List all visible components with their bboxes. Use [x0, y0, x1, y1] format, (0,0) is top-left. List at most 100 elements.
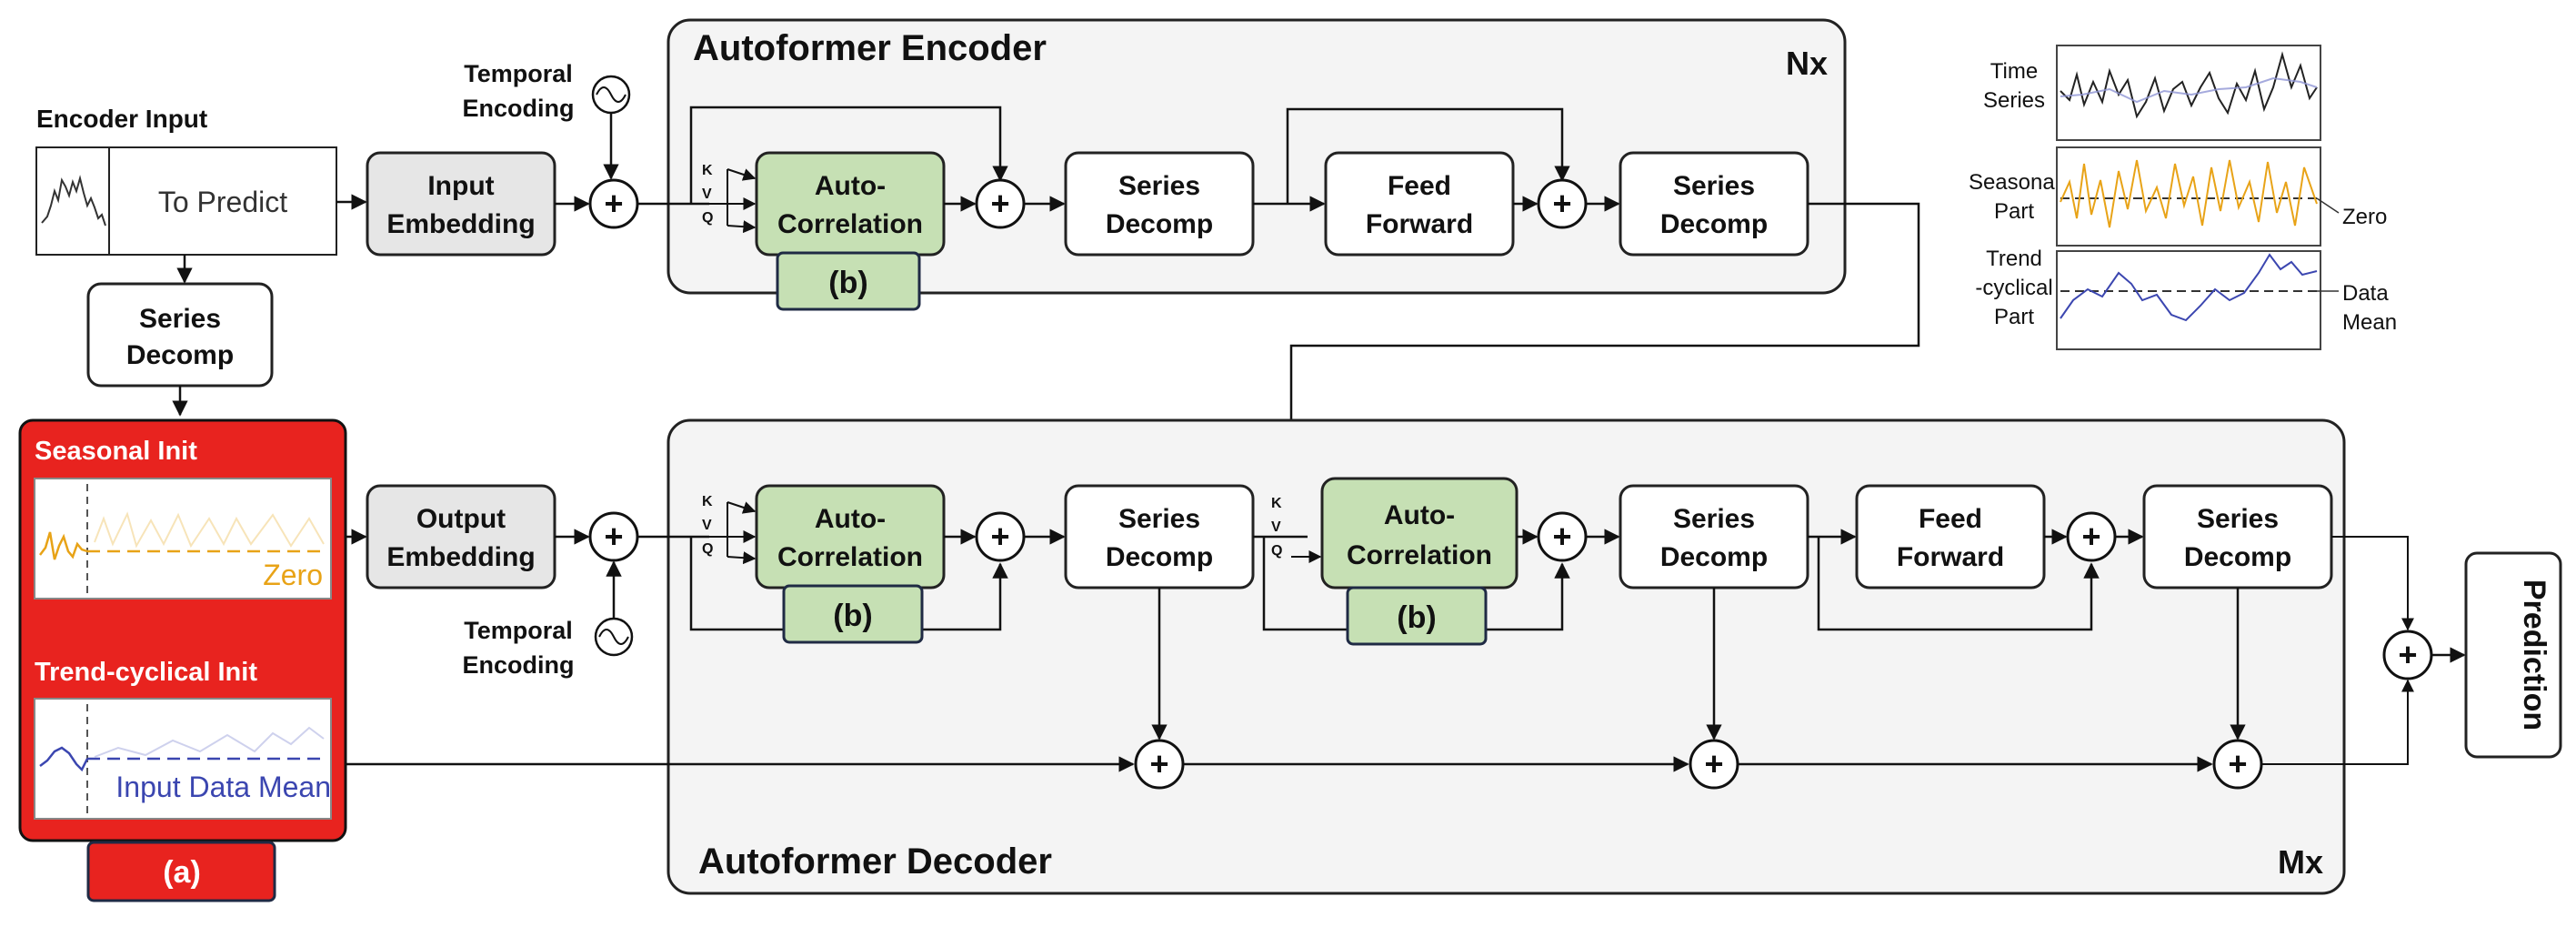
trend-add-circle-2: +: [1689, 739, 1739, 790]
trend-init-marker: Input Data Mean: [115, 771, 331, 803]
decoder-b-label-1: (b): [782, 584, 924, 644]
svg-text:(b): (b): [828, 266, 867, 300]
label-a-box: (a): [86, 841, 276, 902]
svg-text:Feed: Feed: [1388, 171, 1451, 201]
svg-text:Prediction: Prediction: [2517, 579, 2551, 731]
legend-zero: Zero: [2342, 205, 2387, 229]
legend-data-mean-line1: Data: [2342, 281, 2389, 306]
svg-text:Trend: Trend: [1986, 247, 2042, 271]
svg-text:Input: Input: [427, 171, 494, 201]
to-predict-label: To Predict: [158, 186, 287, 218]
decoder-autocorrelation-box-2: Auto- Correlation: [1320, 477, 1519, 589]
svg-text:Seasonal: Seasonal: [1969, 170, 2060, 195]
svg-text:Part: Part: [1994, 199, 2034, 224]
decoder-feed-forward: Feed Forward: [1855, 484, 2046, 589]
trend-init-title: Trend-cyclical Init: [35, 658, 257, 687]
svg-text:+: +: [2398, 636, 2417, 673]
trend-add-circle-3: +: [2212, 739, 2263, 790]
svg-text:+: +: [1149, 745, 1168, 782]
decoder-add-circle-2: +: [1537, 511, 1588, 562]
init-panel: Seasonal Init Zero Trend-cyclical Init I…: [18, 418, 347, 842]
svg-text:V: V: [702, 518, 712, 533]
svg-text:Encoding: Encoding: [463, 651, 575, 679]
encoder-series-decomp-1: Series Decomp: [1064, 151, 1255, 257]
trend-init-sparkline: [39, 746, 89, 772]
svg-text:+: +: [990, 185, 1009, 222]
svg-text:Output: Output: [416, 504, 506, 534]
svg-text:Q: Q: [1271, 543, 1282, 559]
svg-text:K: K: [702, 163, 713, 178]
encoder-add-circle-1: +: [975, 178, 1026, 229]
svg-text:Time: Time: [1990, 59, 2038, 84]
svg-text:(b): (b): [1397, 600, 1436, 635]
decoder-add-circle-3: +: [2066, 511, 2117, 562]
decoder-series-decomp-1: Series Decomp: [1064, 484, 1255, 589]
svg-text:Auto-: Auto-: [1384, 500, 1455, 530]
svg-text:Correlation: Correlation: [777, 542, 923, 572]
svg-text:Series: Series: [1118, 504, 1200, 534]
svg-text:Series: Series: [1673, 171, 1755, 201]
svg-text:+: +: [990, 518, 1009, 555]
svg-text:Correlation: Correlation: [777, 209, 923, 239]
svg-text:Decomp: Decomp: [126, 340, 234, 370]
svg-text:Embedding: Embedding: [386, 209, 535, 239]
svg-text:Decomp: Decomp: [1106, 209, 1213, 239]
encoder-feed-forward: Feed Forward: [1324, 151, 1515, 257]
svg-text:Decomp: Decomp: [1660, 209, 1768, 239]
output-embedding-box: Output Embedding: [366, 484, 556, 589]
output-add-circle: +: [588, 511, 639, 562]
encoder-series-decomp-2: Series Decomp: [1619, 151, 1809, 257]
svg-text:+: +: [1552, 185, 1571, 222]
seasonal-init-title: Seasonal Init: [35, 437, 197, 466]
seasonal-init-sparkline: [39, 531, 88, 560]
svg-text:V: V: [1271, 519, 1281, 535]
svg-text:Auto-: Auto-: [815, 171, 886, 201]
prediction-box: Prediction: [2464, 551, 2562, 759]
input-series-sparkline: [41, 175, 106, 227]
svg-text:Q: Q: [702, 210, 713, 226]
input-embedding-box: Input Embedding: [366, 151, 556, 257]
trend-add-circle-1: +: [1134, 739, 1185, 790]
legend-data-mean-line2: Mean: [2342, 310, 2397, 335]
decoder-series-decomp-3: Series Decomp: [2142, 484, 2333, 589]
legend-seasonal-sparkline: [2060, 159, 2318, 228]
decoder-b-label-2: (b): [1346, 586, 1488, 646]
svg-text:Encoding: Encoding: [463, 95, 575, 122]
temporal-encoding-icon-bottom: [594, 617, 634, 657]
svg-text:Feed: Feed: [1919, 504, 1982, 534]
svg-text:Decomp: Decomp: [1660, 542, 1768, 572]
svg-text:Series: Series: [1983, 88, 2045, 113]
decoder-add-circle-1: +: [975, 511, 1026, 562]
svg-text:Auto-: Auto-: [815, 504, 886, 534]
svg-text:Series: Series: [1118, 171, 1200, 201]
encoder-b-label: (b): [776, 251, 921, 311]
svg-text:Decomp: Decomp: [2184, 542, 2291, 572]
svg-text:Correlation: Correlation: [1347, 540, 1492, 570]
temporal-encoding-label-top: Temporal: [464, 60, 573, 87]
svg-text:-cyclical: -cyclical: [1975, 276, 2052, 300]
legend-panel: Time Series Seasonal Part Zero Trend -cy…: [1969, 45, 2397, 350]
svg-text:V: V: [702, 186, 712, 202]
svg-text:Embedding: Embedding: [386, 542, 535, 572]
svg-text:+: +: [604, 185, 623, 222]
encoder-add-circle-2: +: [1537, 178, 1588, 229]
svg-text:K: K: [1271, 496, 1282, 511]
decoder-repeat: Mx: [2278, 843, 2323, 881]
svg-text:Forward: Forward: [1366, 209, 1473, 239]
svg-text:Series: Series: [139, 304, 221, 334]
svg-text:+: +: [604, 518, 623, 555]
svg-text:+: +: [2228, 745, 2247, 782]
encoder-input-label: Encoder Input: [36, 105, 207, 133]
input-series-decomp-box: Series Decomp: [86, 282, 274, 388]
svg-text:Forward: Forward: [1897, 542, 2004, 572]
encoder-title: Autoformer Encoder: [693, 28, 1047, 68]
decoder-title: Autoformer Decoder: [698, 841, 1052, 882]
input-add-circle: +: [588, 178, 639, 229]
svg-text:K: K: [702, 494, 713, 509]
svg-text:Decomp: Decomp: [1106, 542, 1213, 572]
encoder-autocorrelation-box: Auto- Correlation: [755, 151, 946, 257]
seasonal-init-marker: Zero: [263, 559, 323, 591]
legend-trend-sparkline: [2060, 253, 2318, 322]
final-add-circle: +: [2382, 630, 2433, 680]
decoder-autocorrelation-box-1: Auto- Correlation: [755, 484, 946, 589]
